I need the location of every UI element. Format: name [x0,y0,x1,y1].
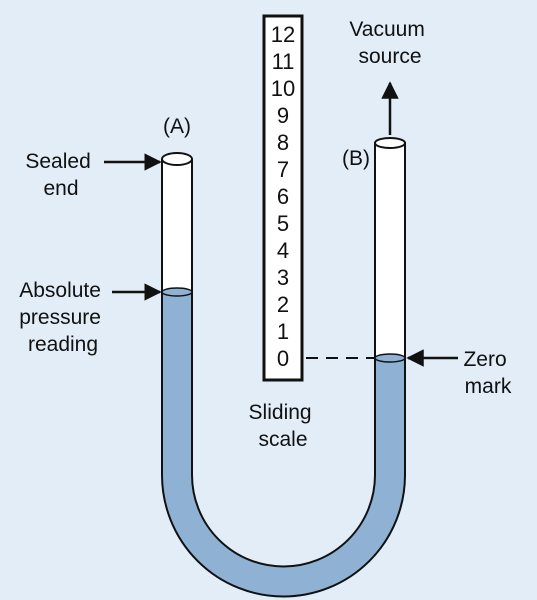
vacuum-source-label: Vacuum source [349,18,430,68]
tube-b-empty [374,142,406,359]
tube-a-empty [161,159,193,293]
scale-number-2: 2 [277,292,289,317]
sealed-end-label: Sealed end [25,150,96,200]
sliding-scale-label: Sliding scale [249,401,318,451]
absolute-pressure-label: Absolute pressure reading [19,279,107,356]
tube-b-opening [374,137,406,149]
scale-number-5: 5 [277,211,289,236]
scale-number-8: 8 [277,130,289,155]
tube-b-label: (B) [342,147,370,170]
sealed-end-cap [161,152,193,166]
scale-number-1: 1 [277,319,289,344]
scale-number-3: 3 [277,265,289,290]
scale-number-4: 4 [277,238,289,263]
sliding-scale [262,14,304,382]
meniscus-a [161,287,193,297]
meniscus-b [374,353,406,363]
tube-a-label: (A) [163,115,191,138]
scale-number-7: 7 [277,157,289,182]
scale-number-10: 10 [271,76,295,101]
scale-number-6: 6 [277,184,289,209]
scale-number-9: 9 [277,103,289,128]
scale-number-0: 0 [277,346,289,371]
zero-mark-label: Zero mark [463,348,512,398]
liquid-column [161,291,406,598]
scale-number-11: 11 [272,49,295,74]
scale-number-12: 12 [271,22,295,47]
